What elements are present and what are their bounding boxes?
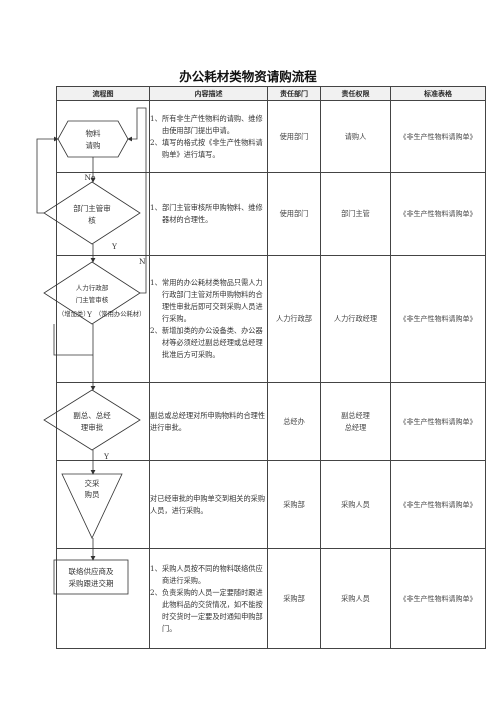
authority-cell: 人力行政经理 — [320, 255, 391, 383]
process-table: 流程图 内容描述 责任部门 责任权限 标准表格 1、所有非生产性物料的请购、维修… — [56, 86, 486, 649]
description-cell: 1、采购人员按不同的物料联络供应商进行采购。 2、负责采购的人员一定要随时跟进此… — [149, 548, 268, 649]
description-cell: 1、所有非生产性物料的请购、维修由使用部门提出申请。 2、填写的格式按《非生产性… — [149, 100, 268, 173]
table-row: 1、部门主管审核所申购物料、维修器材的合理性。 使用部门 部门主管 《非生产性物… — [56, 172, 486, 256]
header-flowchart: 流程图 — [56, 86, 150, 101]
flow-cell — [56, 548, 150, 649]
form-cell: 《非生产性物料请购单》 — [390, 172, 486, 256]
department-cell: 人力行政部 — [267, 255, 321, 383]
form-cell: 《非生产性物料请购单》 — [390, 100, 486, 173]
department-cell: 使用部门 — [267, 172, 321, 256]
department-cell: 总经办 — [267, 382, 321, 461]
flow-cell — [56, 460, 150, 549]
form-cell: 《非生产性物料请购单》 — [390, 255, 486, 383]
description-cell: 副总或总经理对所申购物料的合理性进行审批。 — [149, 382, 268, 461]
authority-cell: 采购人员 — [320, 548, 391, 649]
table-row: 副总或总经理对所申购物料的合理性进行审批。 总经办 副总经理 总经理 《非生产性… — [56, 382, 486, 461]
form-cell: 《非生产性物料请购单》 — [390, 460, 486, 549]
table-row: 1、采购人员按不同的物料联络供应商进行采购。 2、负责采购的人员一定要随时跟进此… — [56, 548, 486, 649]
department-cell: 使用部门 — [267, 100, 321, 173]
form-cell: 《非生产性物料请购单》 — [390, 548, 486, 649]
table-row: 对已经审批的申购单交到相关的采购人员，进行采购。 采购部 采购人员 《非生产性物… — [56, 460, 486, 549]
authority-cell: 请购人 — [320, 100, 391, 173]
header-form: 标准表格 — [390, 86, 486, 101]
description-cell: 1、部门主管审核所申购物料、维修器材的合理性。 — [149, 172, 268, 256]
authority-cell: 部门主管 — [320, 172, 391, 256]
table-row: 1、常用的办公耗材类物品只需人力行政部门主管对所申购物料的合理性审批后即可交到采… — [56, 255, 486, 383]
header-department: 责任部门 — [267, 86, 321, 101]
header-authority: 责任权限 — [320, 86, 391, 101]
department-cell: 采购部 — [267, 460, 321, 549]
table-row: 1、所有非生产性物料的请购、维修由使用部门提出申请。 2、填写的格式按《非生产性… — [56, 100, 486, 173]
flow-cell — [56, 100, 150, 173]
description-cell: 1、常用的办公耗材类物品只需人力行政部门主管对所申购物料的合理性审批后即可交到采… — [149, 255, 268, 383]
description-cell: 对已经审批的申购单交到相关的采购人员，进行采购。 — [149, 460, 268, 549]
flow-cell — [56, 255, 150, 383]
table-header-row: 流程图 内容描述 责任部门 责任权限 标准表格 — [56, 86, 486, 101]
authority-cell: 采购人员 — [320, 460, 391, 549]
flow-cell — [56, 172, 150, 256]
header-description: 内容描述 — [149, 86, 268, 101]
department-cell: 采购部 — [267, 548, 321, 649]
flow-cell — [56, 382, 150, 461]
document-title: 办公耗材类物资请购流程 — [179, 69, 317, 84]
form-cell: 《非生产性物料请购单》 — [390, 382, 486, 461]
authority-cell: 副总经理 总经理 — [320, 382, 391, 461]
